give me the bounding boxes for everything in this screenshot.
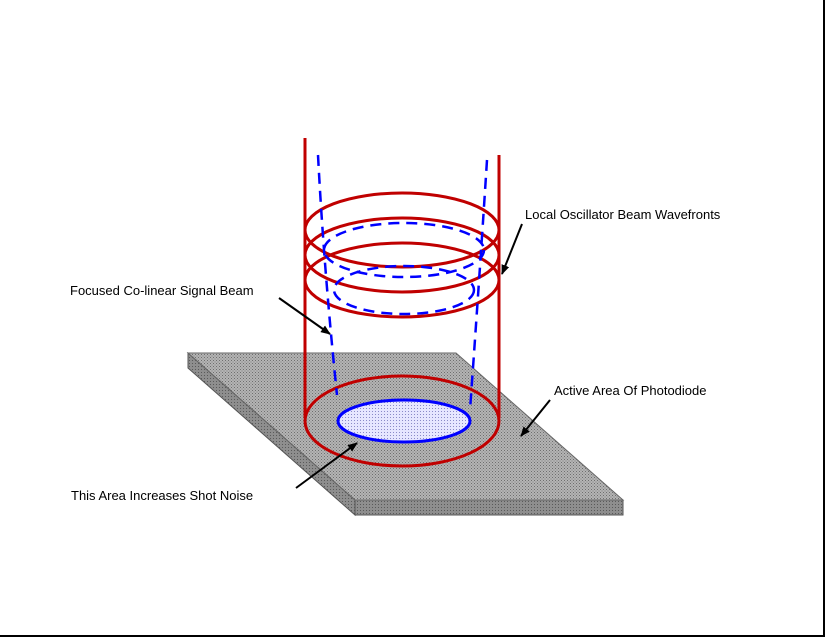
signal-wavefront-1: [322, 221, 486, 279]
arrow-active-area: [520, 399, 551, 437]
local-oscillator-beam: [303, 138, 501, 468]
signal-wavefront-2: [332, 264, 476, 316]
photodiode-side-front: [354, 499, 624, 516]
label-signal-beam: Focused Co-linear Signal Beam: [70, 283, 254, 298]
lo-footprint: [303, 374, 501, 468]
label-local-oscillator: Local Oscillator Beam Wavefronts: [525, 207, 721, 222]
arrow-shot-noise: [295, 442, 358, 489]
arrow-local-oscillator: [501, 223, 523, 275]
lo-wavefront-2: [303, 216, 501, 294]
label-active-area: Active Area Of Photodiode: [554, 383, 707, 398]
lo-wavefront-1: [303, 191, 501, 269]
signal-beam-edge-left: [316, 154, 339, 396]
signal-beam-edge-right: [468, 159, 489, 411]
signal-beam: [316, 154, 489, 411]
lo-wavefront-3: [303, 241, 501, 319]
callout-arrows: [278, 223, 551, 489]
label-shot-noise: This Area Increases Shot Noise: [71, 488, 254, 503]
shot-noise-area: [336, 398, 472, 444]
arrow-signal-beam: [278, 297, 331, 335]
